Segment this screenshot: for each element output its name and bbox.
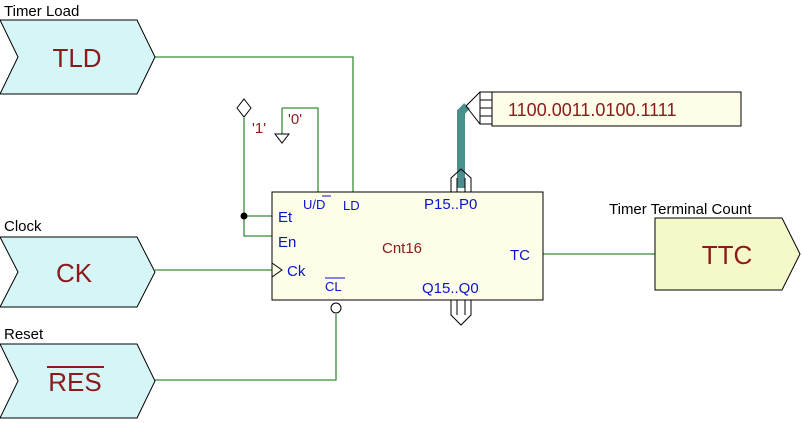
wire-zero-to-ud — [282, 107, 319, 192]
preset-value: 1100.0011.0100.1111 — [508, 100, 677, 120]
p-bus-connector-icon — [450, 168, 472, 192]
wire-one-to-et — [243, 118, 272, 237]
port-ck-caption: Clock — [4, 218, 42, 235]
wire-res-to-cl — [155, 314, 337, 381]
counter-block[interactable]: U/D LD P15..P0 Et En Ck CL Cnt16 TC Q15.… — [271, 168, 544, 326]
pin-p-label: P15..P0 — [424, 196, 477, 213]
port-tld-name: TLD — [52, 43, 101, 73]
wires — [155, 56, 655, 381]
const-zero-label: '0' — [288, 111, 302, 128]
const-one-label: '1' — [252, 120, 266, 137]
port-tld-shape — [0, 19, 156, 95]
port-res[interactable]: Reset RES — [0, 326, 156, 419]
port-ttc-caption: Timer Terminal Count — [609, 201, 752, 218]
q-bus-connector-icon — [450, 300, 472, 326]
preset-bus — [457, 103, 470, 188]
counter-body — [271, 191, 544, 301]
vcc-diamond-icon — [236, 98, 252, 118]
port-ttc-shape — [654, 217, 801, 291]
port-tld[interactable]: Timer Load TLD — [0, 3, 156, 95]
port-res-shape — [0, 343, 156, 419]
pin-q-label: Q15..Q0 — [422, 280, 479, 297]
preset-value-box — [491, 91, 742, 127]
pin-ck-label: Ck — [287, 263, 306, 280]
junction-dot — [240, 212, 248, 220]
preset-bus-connector-icon — [465, 91, 492, 125]
ground-icon — [273, 133, 291, 144]
port-ck-shape — [0, 236, 156, 308]
port-tld-caption: Timer Load — [4, 3, 79, 20]
wire-tld-to-ld — [155, 56, 354, 192]
port-ttc-name: TTC — [702, 240, 753, 270]
port-res-caption: Reset — [4, 326, 44, 343]
pin-ud-label: U/D — [303, 197, 325, 212]
port-ck[interactable]: Clock CK — [0, 218, 156, 308]
pin-tc-label: TC — [510, 247, 530, 264]
pin-en-label: En — [278, 234, 296, 251]
port-ck-name: CK — [56, 258, 93, 288]
clock-triangle-icon — [271, 262, 283, 278]
clear-bubble-icon — [330, 302, 342, 314]
port-ttc[interactable]: Timer Terminal Count TTC — [609, 201, 801, 291]
pin-cl-label: CL — [325, 279, 342, 294]
pin-et-label: Et — [278, 209, 293, 226]
port-res-name: RES — [48, 367, 101, 397]
pin-ld-label: LD — [343, 198, 360, 213]
counter-name: Cnt16 — [382, 240, 422, 257]
preset-constant: 1100.0011.0100.1111 — [465, 91, 742, 127]
